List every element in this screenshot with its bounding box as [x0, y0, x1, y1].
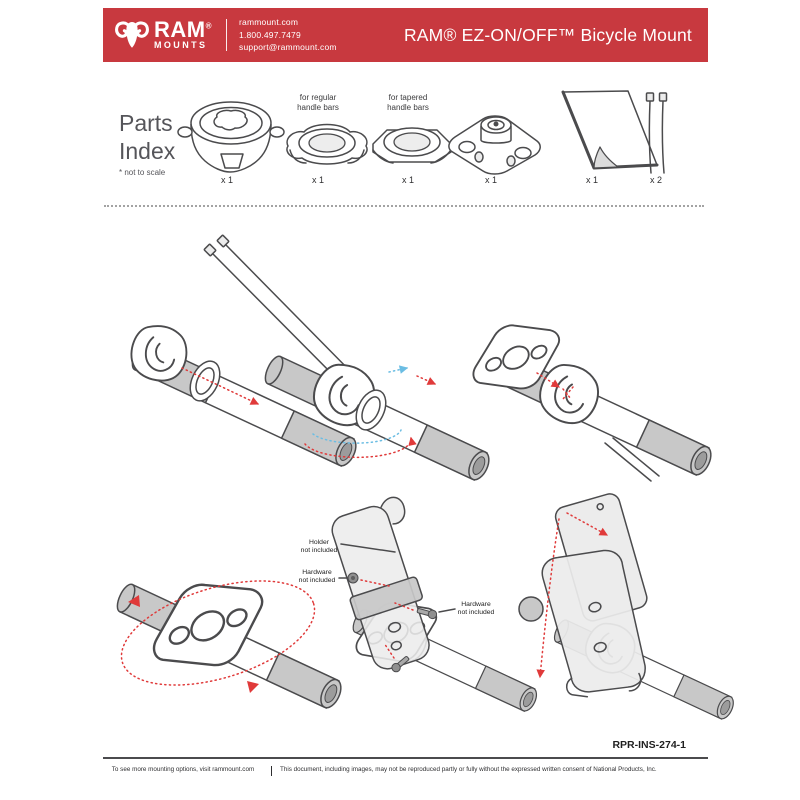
- diagram-step4-rotate-plate: [113, 556, 346, 712]
- part-qty: x 1: [585, 175, 598, 185]
- contact-website: rammount.com: [239, 16, 299, 27]
- diagram-step6-insert-device: [518, 493, 738, 722]
- red-arrow-short: [566, 512, 609, 536]
- footer-right-note: This document, including images, may not…: [280, 766, 657, 773]
- parts-index-heading: Parts Index * not to scale: [119, 110, 175, 178]
- part-qty: x 1: [484, 175, 497, 185]
- footer-left-note: To see more mounting options, visit ramm…: [111, 766, 255, 773]
- brand-subname: MOUNTS: [154, 40, 208, 51]
- tie-tails: [604, 437, 660, 482]
- footer-divider: [271, 766, 272, 776]
- part-qty: x 2: [649, 175, 662, 185]
- red-arrow: [416, 375, 437, 385]
- hardware-right-label-line1: Hardware: [461, 601, 491, 608]
- part-cable-ties: [645, 92, 668, 174]
- part-ring-tapered: [372, 127, 452, 164]
- part-qty: x 1: [220, 175, 233, 185]
- red-arrowhead: [247, 681, 259, 693]
- diagram-step3-attach-plate: [458, 304, 716, 482]
- bolt: [347, 572, 359, 584]
- part-qty: x 1: [401, 175, 414, 185]
- leader-line: [340, 543, 396, 553]
- document-number: RPR-INS-274-1: [612, 739, 686, 751]
- product-title: RAM® EZ-ON/OFF™ Bicycle Mount: [403, 24, 692, 45]
- part-qty: x 1: [311, 175, 324, 185]
- part-diamond-ball-base: [448, 115, 541, 175]
- dotted-divider: [104, 205, 704, 207]
- diagram-step5-attach-holder: Holder not included Hardware not include…: [299, 496, 541, 715]
- phone-holder: [541, 549, 646, 698]
- red-arrow: [181, 367, 260, 405]
- header-bar: RAM® MOUNTS rammount.com 1.800.497.7479 …: [103, 8, 708, 62]
- part-label-tapered: for tapered handle bars: [368, 93, 448, 114]
- parts-heading-line1: Parts: [119, 110, 173, 136]
- screw: [416, 608, 438, 620]
- red-arrow-long: [536, 518, 560, 679]
- label-line1: for regular: [299, 93, 337, 102]
- ram-head-icon: [115, 21, 149, 48]
- red-arrow: [536, 372, 561, 388]
- label-line1: for tapered: [388, 93, 428, 102]
- footer: To see more mounting options, visit ramm…: [103, 766, 743, 776]
- label-line2: handle bars: [297, 103, 339, 113]
- leader-line: [438, 608, 456, 613]
- diagram-step1-slide-base: [125, 319, 361, 470]
- red-dots: [394, 602, 414, 611]
- hardware-right-label-line2: not included: [458, 609, 495, 616]
- red-dots: [383, 642, 395, 659]
- label-line2: handle bars: [387, 103, 429, 113]
- red-dots: [360, 579, 390, 587]
- not-to-scale-note: * not to scale: [119, 168, 166, 178]
- parts-heading-line2: Index: [119, 137, 176, 164]
- red-align-mark: [562, 386, 574, 400]
- holder-label-line2: not included: [301, 547, 338, 554]
- registered-mark: ®: [205, 21, 213, 31]
- blue-arrow: [388, 365, 409, 374]
- part-label-regular: for regular handle bars: [278, 93, 358, 114]
- contact-info: rammount.com 1.800.497.7479 support@ramm…: [239, 16, 337, 54]
- hardware-left-label-line2: not included: [299, 577, 336, 584]
- contact-email: support@rammount.com: [239, 42, 337, 53]
- red-arrowhead: [128, 595, 140, 607]
- knob: [518, 596, 544, 622]
- brand-name: RAM: [154, 16, 206, 42]
- phone-holder: [331, 496, 430, 670]
- diagram-step2-insert-ties: [203, 234, 494, 484]
- brand-text: RAM® MOUNTS: [154, 16, 213, 51]
- rotation-ellipse: [120, 580, 316, 686]
- holder-label-line1: Holder: [309, 539, 330, 546]
- header-divider: [226, 19, 228, 51]
- part-ring-regular: [286, 123, 368, 165]
- part-adhesive-sheet: [561, 90, 659, 170]
- hardware-left-label-line1: Hardware: [302, 569, 332, 576]
- part-ez-on-off-base: [177, 101, 285, 173]
- contact-phone: 1.800.497.7479: [239, 29, 301, 40]
- ram-mounts-logo: RAM® MOUNTS: [115, 16, 213, 51]
- red-arc: [304, 436, 417, 459]
- blue-arc: [312, 429, 402, 444]
- cable-ties: [203, 234, 358, 388]
- footer-rule: [103, 757, 708, 759]
